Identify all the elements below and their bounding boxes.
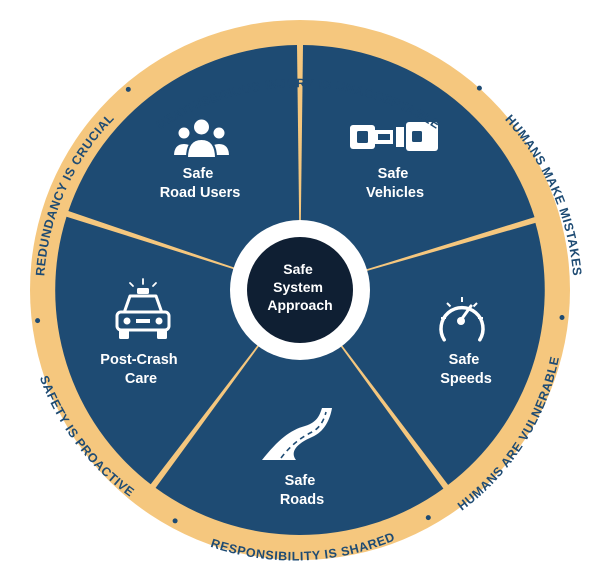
label-vehicles-line-2: Vehicles: [366, 185, 424, 201]
label-roads-line-2: Roads: [280, 492, 324, 508]
label-post-crash-line-1: Post-Crash: [100, 352, 177, 368]
label-speeds-line-2: Speeds: [440, 371, 492, 387]
separator-dot: [425, 515, 431, 521]
separator-dot: [172, 518, 178, 524]
svg-text:Safe Road Users: Safe Road Users: [160, 166, 241, 201]
svg-text:Safe Speeds: Safe Speeds: [440, 352, 492, 387]
svg-text:Safe Vehicles: Safe Vehicles: [366, 166, 424, 201]
label-road-users-line-1: Safe: [183, 166, 214, 182]
seatbelt-buckle-icon: [350, 122, 438, 151]
label-post-crash-line-2: Care: [125, 371, 157, 387]
label-vehicles-line-1: Safe: [378, 166, 409, 182]
svg-text:Safe Roads: Safe Roads: [280, 473, 324, 508]
winding-road-icon: [262, 408, 332, 460]
separator-dot: [476, 85, 482, 91]
label-road-users-line-2: Road Users: [160, 185, 241, 201]
separator-dot: [125, 86, 131, 92]
segment-vehicles: [300, 45, 535, 290]
center-hub: [247, 237, 353, 343]
speedometer-icon: [439, 297, 485, 342]
police-car-icon: [115, 278, 171, 339]
label-speeds-line-1: Safe: [449, 352, 480, 368]
segment-roads: [155, 290, 444, 535]
label-roads-line-1: Safe: [285, 473, 316, 489]
center-label-line-2: System: [273, 279, 323, 295]
segment-road-users: [68, 45, 301, 290]
people-group-icon: [171, 117, 232, 159]
svg-text:Safe System Approach: Safe System Approach: [267, 261, 332, 313]
separator-dot: [35, 318, 41, 324]
ring-separator-dots: [35, 85, 565, 524]
center-label-line-1: Safe: [283, 261, 313, 277]
svg-text:Post-Crash Care: Post-Crash Care: [100, 352, 181, 387]
segments: [55, 45, 545, 535]
center-label-line-3: Approach: [267, 297, 332, 313]
separator-dot: [559, 315, 565, 320]
